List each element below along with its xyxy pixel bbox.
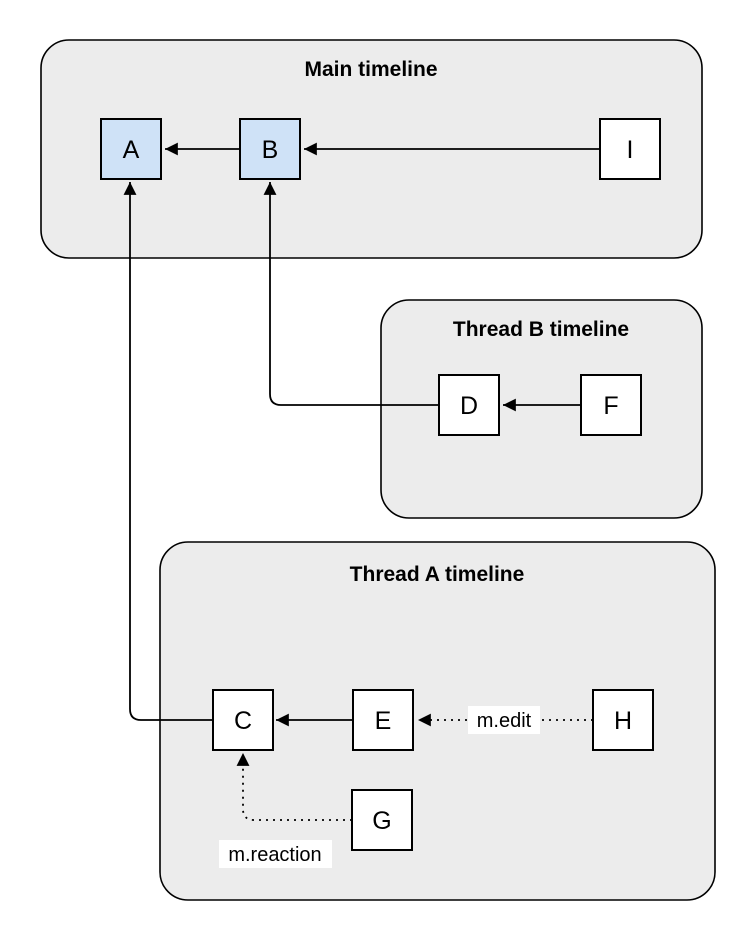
edit-label: m.edit bbox=[477, 710, 532, 732]
node-e-label: E bbox=[375, 707, 392, 735]
node-a-label: A bbox=[123, 136, 140, 164]
node-f-box bbox=[580, 374, 642, 436]
edge-c-to-a bbox=[123, 182, 213, 721]
node-f: F bbox=[580, 374, 642, 436]
edge-g-to-c-reaction bbox=[236, 753, 352, 821]
thread-b-timeline-container bbox=[380, 299, 703, 519]
node-d-label: D bbox=[460, 392, 478, 420]
edit-label-background bbox=[468, 706, 540, 734]
edge-d-to-b bbox=[263, 182, 439, 406]
node-g-box bbox=[351, 789, 413, 851]
node-c: C bbox=[212, 689, 274, 751]
node-c-label: C bbox=[234, 707, 252, 735]
reaction-label: m.reaction bbox=[228, 844, 321, 866]
node-e-box bbox=[352, 689, 414, 751]
node-b-box bbox=[239, 118, 301, 180]
node-c-box bbox=[212, 689, 274, 751]
node-i-label: I bbox=[627, 136, 634, 164]
node-b-label: B bbox=[262, 136, 279, 164]
main-timeline-title: Main timeline bbox=[304, 58, 437, 81]
reaction-label-background bbox=[219, 840, 332, 868]
node-h-box bbox=[592, 689, 654, 751]
node-f-label: F bbox=[603, 392, 618, 420]
node-d-box bbox=[438, 374, 500, 436]
node-g: G bbox=[351, 789, 413, 851]
node-h-label: H bbox=[614, 707, 632, 735]
node-d: D bbox=[438, 374, 500, 436]
node-h: H bbox=[592, 689, 654, 751]
node-i: I bbox=[599, 118, 661, 180]
node-i-box bbox=[599, 118, 661, 180]
node-b: B bbox=[239, 118, 301, 180]
node-a-box bbox=[100, 118, 162, 180]
thread-b-timeline-title: Thread B timeline bbox=[453, 318, 629, 341]
thread-a-timeline-title: Thread A timeline bbox=[350, 563, 525, 586]
thread-a-timeline-container bbox=[159, 541, 716, 901]
node-a: A bbox=[100, 118, 162, 180]
node-g-label: G bbox=[372, 807, 391, 835]
node-e: E bbox=[352, 689, 414, 751]
